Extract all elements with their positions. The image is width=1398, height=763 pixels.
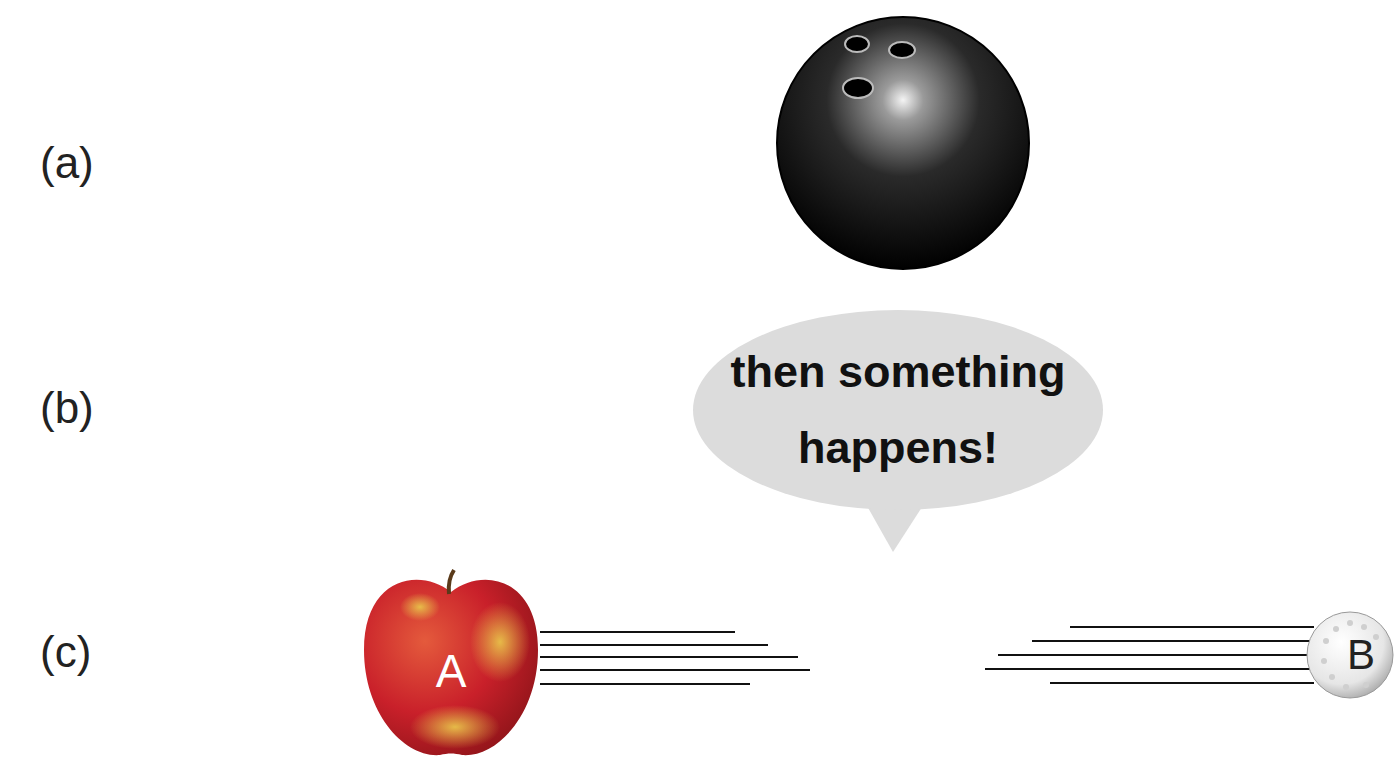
motion-lines — [540, 627, 1314, 684]
speech-bubble: then something happens! — [693, 310, 1103, 510]
bowling-ball — [777, 17, 1029, 269]
panel-label: (a) — [40, 138, 94, 188]
node-text: then something happens! — [708, 334, 1088, 487]
node-label: then something happens! — [708, 334, 1088, 487]
apple: A — [360, 562, 542, 758]
panel-label: (b) — [40, 383, 94, 433]
node-text: B — [1347, 632, 1375, 678]
panel-label: (c) — [40, 627, 91, 677]
node-label: A — [436, 646, 467, 697]
node-text: A — [436, 646, 467, 697]
speech-bubble-shape — [693, 310, 1103, 510]
node-label: B — [1347, 632, 1375, 678]
golf-ball: B — [1306, 611, 1394, 699]
